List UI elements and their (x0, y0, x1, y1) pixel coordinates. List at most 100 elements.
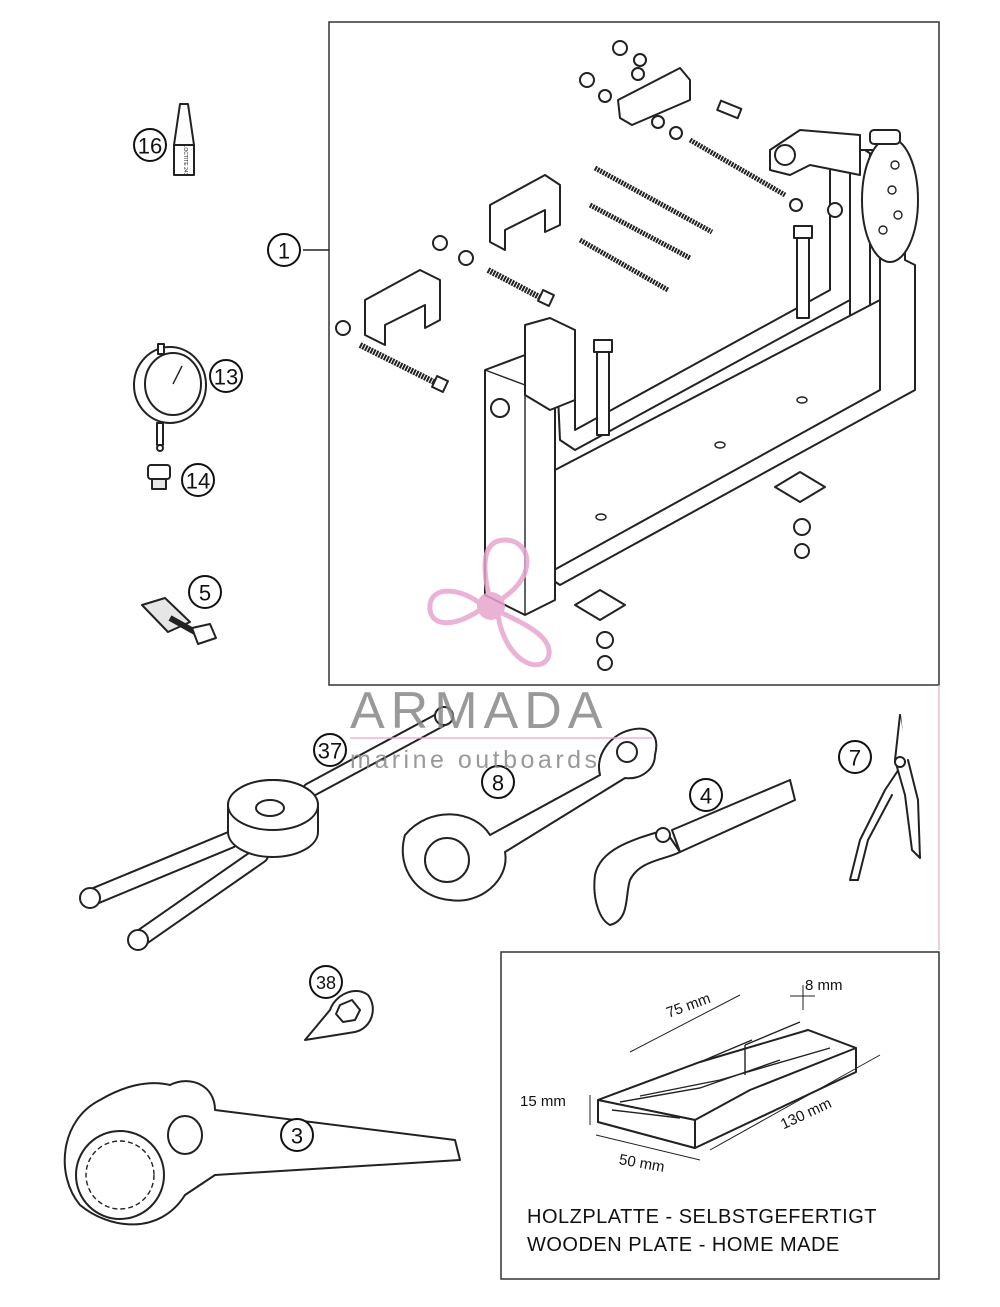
callout-8: 8 (481, 765, 515, 799)
svg-text:37: 37 (318, 739, 342, 764)
long-bolt (596, 344, 610, 436)
rod-end-cap (79, 887, 101, 909)
callout-7: 7 (838, 740, 872, 774)
clutch-holder (63, 1080, 461, 1226)
plate-hole (893, 210, 903, 220)
pliers-arm-right (894, 714, 921, 859)
brand-tagline: marine outboards (350, 746, 601, 774)
dial-gauge (133, 343, 207, 452)
svg-text:16: 16 (138, 134, 162, 159)
spanner-wrench (401, 727, 658, 902)
engine-stand-mount-plate (861, 137, 919, 263)
pivot-pin (869, 129, 901, 145)
base-pad (774, 471, 826, 503)
square-bracket (364, 269, 441, 346)
callout-16: 16 (133, 128, 167, 162)
nuts-and-washers (335, 40, 811, 671)
threaded-rods (358, 99, 787, 393)
wood-grain (639, 1047, 831, 1097)
rod-end-cap (127, 929, 149, 951)
bracket-nut (827, 202, 843, 218)
callout-3: 3 (280, 1118, 314, 1152)
wooden-plate-top-edge (744, 1021, 801, 1046)
bracket-pivot (774, 144, 796, 166)
dim-label-15mm: 15 mm (520, 1093, 566, 1110)
puller-bolt-head (191, 623, 217, 645)
propeller-blade (494, 607, 552, 668)
dial-gauge-tip (156, 444, 164, 452)
loctite-body (173, 144, 195, 176)
puller-bolt (168, 615, 197, 635)
wood-grain (619, 1059, 781, 1103)
callout-38: 38 (309, 965, 343, 999)
adapter-head (147, 464, 171, 480)
callout-1: 1 (267, 233, 301, 267)
dial-gauge-stem (156, 422, 164, 446)
engine-stand-assembly (335, 40, 919, 671)
hook-wrench-hook (593, 829, 681, 926)
wooden-plate-note-en: WOODEN PLATE - HOME MADE (527, 1234, 840, 1256)
clutch-holder-toothed-ring (75, 1130, 165, 1220)
brand-name: ARMADA (350, 682, 608, 740)
callout-4: 4 (689, 778, 723, 812)
propeller-hub (477, 592, 505, 620)
lock-washer-hex (335, 999, 361, 1023)
clutch-holder-teeth (85, 1140, 155, 1210)
lock-washer (304, 990, 374, 1041)
wooden-plate-drawing (589, 985, 881, 1161)
circlip-pliers (849, 714, 921, 881)
long-bolt-head (593, 339, 613, 353)
engine-stand-frame (328, 21, 940, 686)
wooden-plate-note-de: HOLZPLATTE - SELBSTGEFERTIGT (527, 1206, 877, 1228)
spanner-ring (424, 837, 470, 883)
svg-text:13: 13 (214, 365, 238, 390)
dim-line-130 (709, 1054, 881, 1151)
loctite-nozzle (173, 103, 195, 146)
svg-text:8: 8 (492, 771, 504, 796)
loctite-tube: LOCTITE 243 (173, 103, 195, 176)
crankshaft-holding-tool (79, 706, 454, 951)
dial-gauge-top-stem (157, 343, 165, 355)
clutch-holder-body (63, 1080, 461, 1226)
dim-label-8mm: 8 mm (805, 977, 843, 994)
svg-text:4: 4 (700, 784, 712, 809)
link-plate (617, 67, 691, 126)
engine-stand-top-bracket (769, 129, 861, 176)
gauge-adapter (147, 464, 171, 490)
base-pad (574, 589, 626, 621)
long-bolt-head (793, 225, 813, 239)
long-bolt (796, 231, 810, 319)
base-hole (714, 441, 726, 449)
plate-hole (878, 225, 888, 235)
engine-stand-mid-post (524, 317, 576, 411)
post-top-edge (484, 369, 526, 386)
wooden-plate-slot (699, 1039, 753, 1063)
dim-line-75 (629, 994, 741, 1053)
plate-hole (890, 160, 900, 170)
hook-wrench-pivot (655, 827, 671, 843)
svg-text:14: 14 (186, 469, 210, 494)
plate-hole (887, 185, 897, 195)
propeller-logo (427, 537, 552, 668)
svg-text:3: 3 (291, 1124, 303, 1149)
square-bracket (489, 174, 561, 251)
pliers-pivot (894, 756, 906, 768)
loctite-label: LOCTITE 243 (182, 145, 188, 176)
dial-gauge-needle (172, 365, 183, 385)
callout-14: 14 (181, 463, 215, 497)
spanner-eye (616, 741, 638, 763)
propeller-blade (482, 537, 530, 603)
callout-5: 5 (188, 575, 222, 609)
svg-text:5: 5 (199, 581, 211, 606)
wooden-plate-end (597, 1099, 696, 1149)
wood-grain (611, 1109, 681, 1119)
puller-tool (141, 597, 217, 645)
armada-watermark: ARMADA marine outboards (350, 537, 652, 774)
callout-13: 13 (209, 359, 243, 393)
post-bolt-head (490, 398, 510, 418)
hook-wrench (593, 779, 796, 926)
callout-37: 37 (313, 733, 347, 767)
hook-wrench-handle (671, 779, 796, 853)
